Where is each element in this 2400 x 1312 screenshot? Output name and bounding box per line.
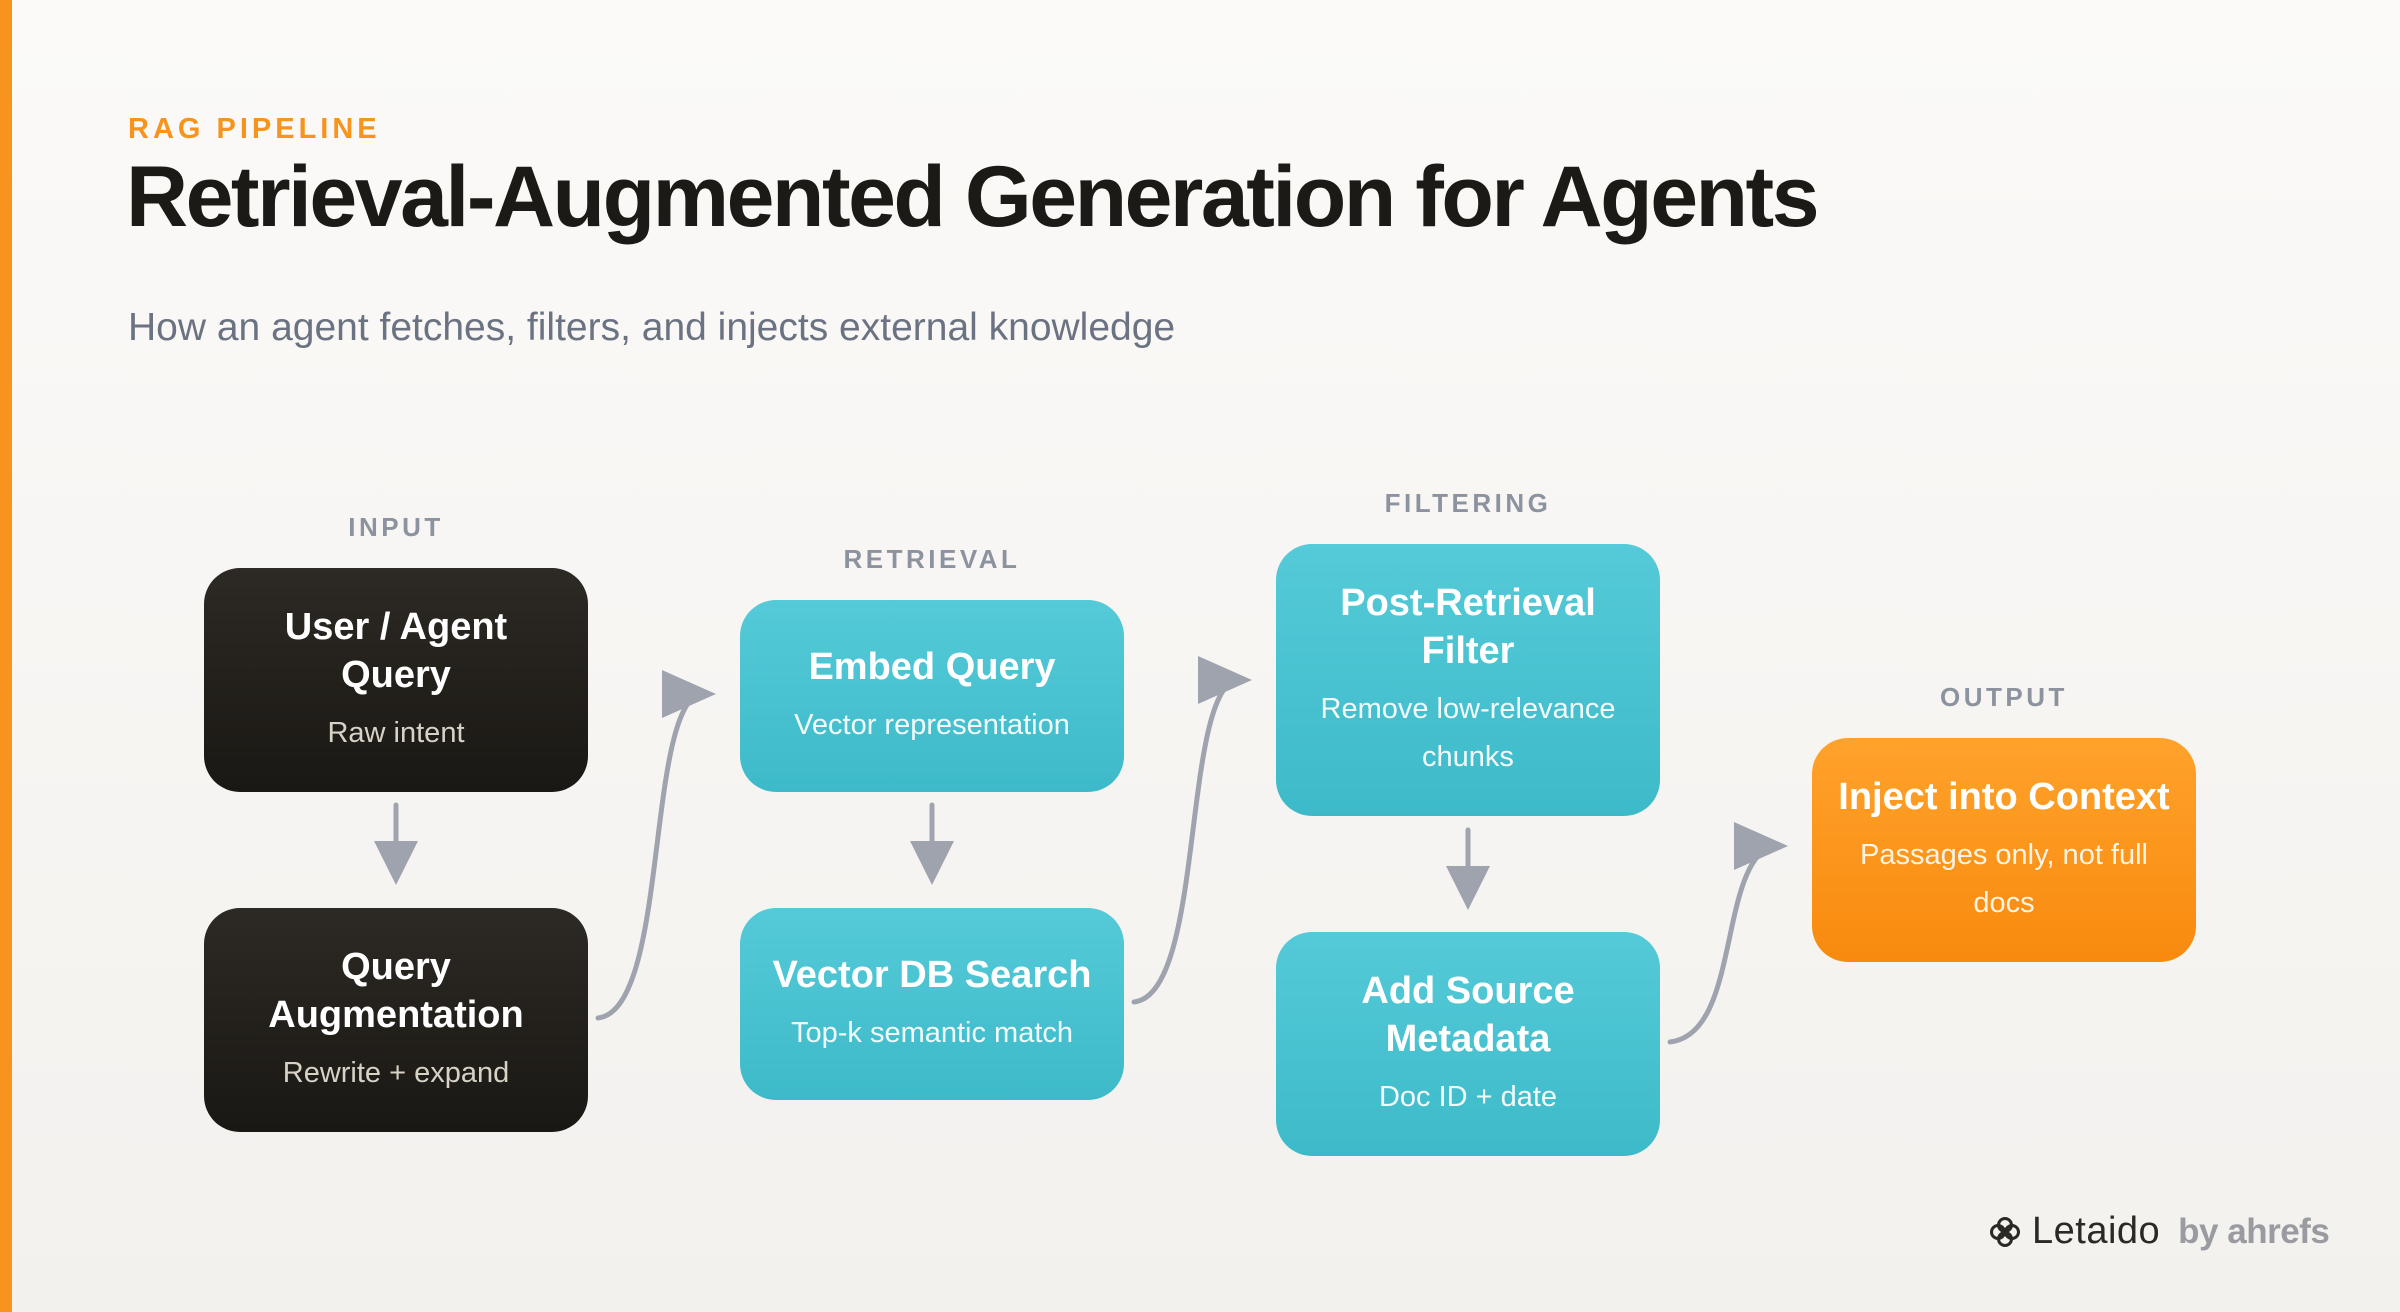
connector-filtering-to-output [1667,843,1773,1045]
node-subtitle: Raw intent [327,717,465,749]
accent-bar [0,0,12,1312]
column-label-input: INPUT [348,512,444,542]
column-label-filtering: FILTERING [1384,488,1552,518]
page-title: Retrieval-Augmented Generation for Agent… [126,149,1820,245]
brand-footer: Letaido by ahrefs [1988,1210,2330,1253]
clover-icon [1990,1216,2020,1247]
node-user-agent-query: User / Agent Query Raw intent [204,568,588,792]
node-post-retrieval-filter: Post-Retrieval Filter Remove low-relevan… [1276,544,1660,816]
node-embed-query: Embed Query Vector representation [740,600,1124,792]
arrowhead-to-output [1734,822,1788,870]
node-title: Add Source Metadata [1361,970,1575,1060]
arrowhead-filtering-down [1446,866,1490,910]
node-subtitle: Passages only, not full docs [1859,839,2149,919]
node-title: Embed Query [808,646,1056,688]
node-subtitle: Vector representation [794,709,1070,741]
arrowhead-to-filtering [1198,656,1252,704]
arrowhead-retrieval-down [910,841,954,885]
eyebrow-label: RAG PIPELINE [128,113,381,145]
arrowhead-to-retrieval [662,670,716,718]
connector-input-to-retrieval [595,691,701,1021]
column-label-retrieval: RETRIEVAL [843,544,1021,574]
node-title: Inject into Context [1838,776,2170,818]
brand-byline: by ahrefs [2178,1211,2330,1251]
page-subtitle: How an agent fetches, filters, and injec… [128,306,1176,349]
connector-retrieval-to-filtering [1131,677,1237,1005]
brand-name: Letaido [2032,1210,2161,1252]
node-title: Post-Retrieval Filter [1340,582,1596,672]
column-label-output: OUTPUT [1940,682,2068,712]
node-inject-into-context: Inject into Context Passages only, not f… [1812,738,2196,962]
node-title: User / Agent Query [284,606,508,696]
node-add-source-metadata: Add Source Metadata Doc ID + date [1276,932,1660,1156]
node-vector-db-search: Vector DB Search Top-k semantic match [740,908,1124,1100]
node-subtitle: Remove low-relevance chunks [1320,693,1616,773]
node-title: Vector DB Search [772,954,1092,996]
node-subtitle: Doc ID + date [1378,1081,1558,1113]
node-subtitle: Top-k semantic match [790,1017,1074,1049]
node-title: Query Augmentation [268,946,524,1036]
node-query-augmentation: Query Augmentation Rewrite + expand [204,908,588,1132]
node-subtitle: Rewrite + expand [282,1057,510,1089]
arrowhead-input-down [374,841,418,885]
